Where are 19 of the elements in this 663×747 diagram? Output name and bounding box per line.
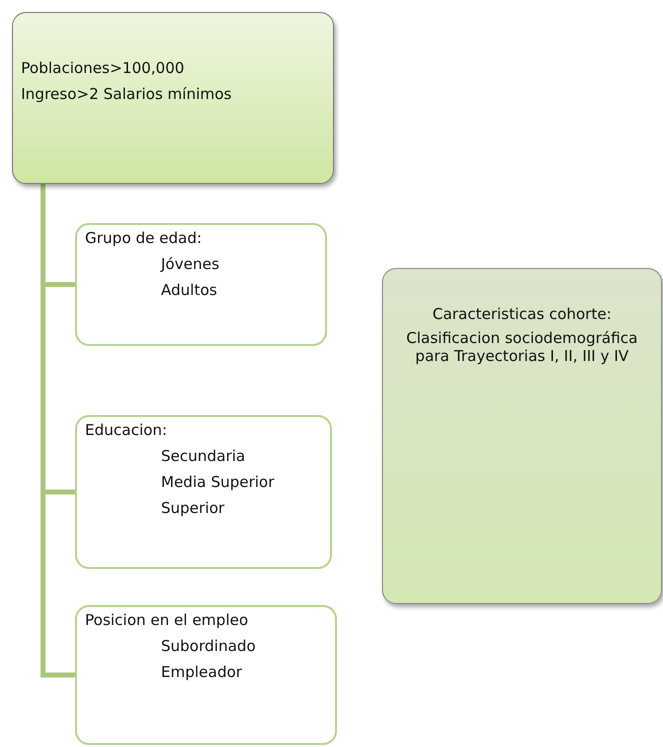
category-box bbox=[75, 415, 332, 569]
category-item: Empleador bbox=[160, 663, 244, 681]
category-heading: Educacion: bbox=[85, 421, 168, 439]
category-box bbox=[75, 605, 337, 745]
category-heading: Grupo de edad: bbox=[85, 229, 203, 247]
category-box bbox=[75, 223, 327, 346]
category-heading: Posicion en el empleo bbox=[85, 611, 250, 629]
summary-heading: Caracteristicas cohorte: bbox=[431, 305, 613, 323]
criteria-text: Ingreso>2 Salarios mínimos bbox=[21, 85, 233, 103]
criteria-text: Poblaciones>100,000 bbox=[21, 59, 186, 77]
summary-text: Clasificacion sociodemográfica para Trayectorias I, II, III y IV bbox=[405, 329, 639, 365]
category-item: Adultos bbox=[160, 281, 218, 299]
category-item: Superior bbox=[160, 499, 226, 517]
category-item: Subordinado bbox=[160, 637, 257, 655]
category-item: Media Superior bbox=[160, 473, 276, 491]
root-box bbox=[12, 12, 334, 184]
summary-box bbox=[382, 268, 662, 604]
category-item: Jóvenes bbox=[159, 255, 220, 273]
category-item: Secundaria bbox=[160, 447, 246, 465]
